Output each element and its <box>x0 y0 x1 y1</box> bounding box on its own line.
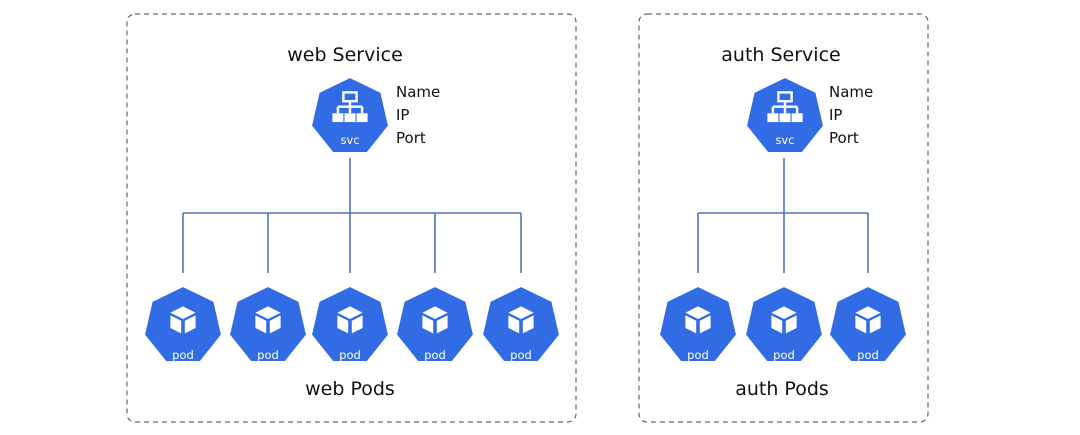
service-node-web[interactable]: svc <box>309 75 391 155</box>
service-attr-ip-web: IP <box>396 106 409 124</box>
service-label-web: svc <box>340 133 359 147</box>
pod-label: pod <box>257 348 279 362</box>
pod-node-auth-2[interactable]: pod <box>743 284 825 364</box>
pod-label: pod <box>339 348 361 362</box>
pod-label: pod <box>857 348 879 362</box>
service-title-web: web Service <box>287 44 403 66</box>
pod-node-web-2[interactable]: pod <box>227 284 309 364</box>
pod-heptagon <box>480 284 562 364</box>
pod-heptagon <box>394 284 476 364</box>
pod-label: pod <box>172 348 194 362</box>
service-attributes-auth: Name IP Port <box>829 83 873 147</box>
service-title-auth: auth Service <box>721 44 840 66</box>
group-web: web Service svc Name IP Port pod <box>126 13 577 423</box>
pod-node-web-1[interactable]: pod <box>142 284 224 364</box>
pod-heptagon <box>827 284 909 364</box>
pod-heptagon <box>227 284 309 364</box>
group-frame-auth <box>638 13 929 423</box>
connectors-web <box>182 158 522 273</box>
pod-heptagon <box>743 284 825 364</box>
service-node-auth[interactable]: svc <box>744 75 826 155</box>
pod-node-auth-3[interactable]: pod <box>827 284 909 364</box>
pods-title-web: web Pods <box>305 378 395 400</box>
pod-label: pod <box>773 348 795 362</box>
pod-heptagon <box>142 284 224 364</box>
pod-node-web-3[interactable]: pod <box>309 284 391 364</box>
pod-node-web-4[interactable]: pod <box>394 284 476 364</box>
service-attributes-web: Name IP Port <box>396 83 440 147</box>
pod-heptagon <box>657 284 739 364</box>
service-attr-ip-auth: IP <box>829 106 842 124</box>
service-attr-port-auth: Port <box>829 129 859 147</box>
connectors-auth <box>697 158 869 273</box>
service-label-auth: svc <box>775 133 794 147</box>
pod-label: pod <box>424 348 446 362</box>
pod-label: pod <box>510 348 532 362</box>
pods-title-auth: auth Pods <box>735 378 829 400</box>
service-attr-name-auth: Name <box>829 83 873 101</box>
pod-label: pod <box>687 348 709 362</box>
group-auth: auth Service svc Name IP Port pod pod <box>638 13 929 423</box>
service-attr-port-web: Port <box>396 129 426 147</box>
pod-node-web-5[interactable]: pod <box>480 284 562 364</box>
service-attr-name-web: Name <box>396 83 440 101</box>
group-frame-web <box>126 13 577 423</box>
pod-node-auth-1[interactable]: pod <box>657 284 739 364</box>
pod-heptagon <box>309 284 391 364</box>
